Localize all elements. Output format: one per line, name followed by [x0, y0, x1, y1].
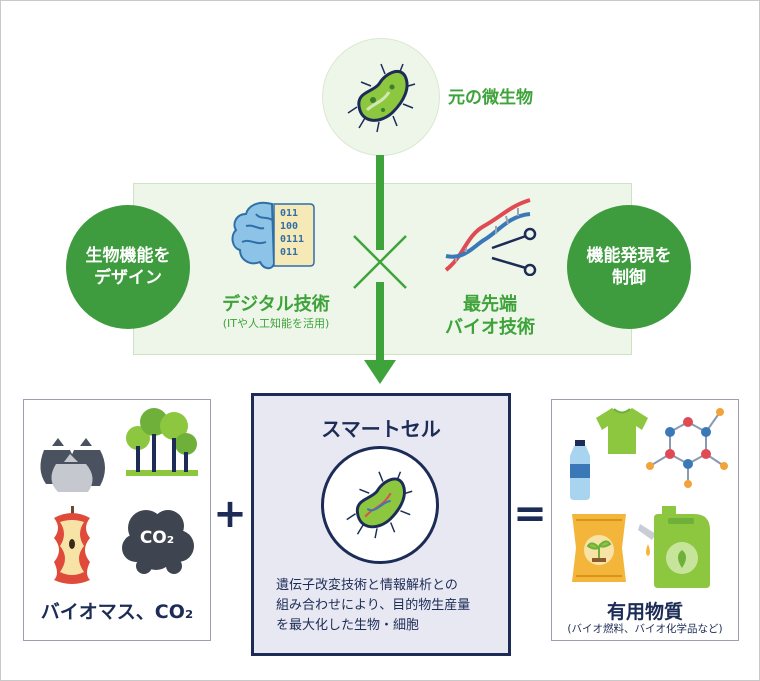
plus-operator: + [213, 491, 247, 537]
inputs-label: バイオマス、CO₂ [40, 601, 194, 623]
control-expression-line1: 機能発現を [586, 246, 672, 266]
trees-icon [126, 408, 198, 476]
bio-tech-line2: バイオ技術 [445, 317, 535, 338]
design-function-line2: デザイン [94, 268, 162, 288]
control-expression-circle: 機能発現を 制御 [567, 205, 691, 329]
smart-cell-description: 遺伝子改変技術と情報解析との 組み合わせにより、目的物生産量 を最大化した生物・… [276, 576, 498, 636]
flow-arrow [353, 155, 407, 384]
bio-tech-line1: 最先端 [463, 294, 517, 315]
svg-text:011: 011 [280, 208, 298, 219]
dna-scissors-icon [444, 198, 537, 276]
smart-cell-desc-line2: 組み合わせにより、目的物生産量 [276, 598, 471, 613]
bottle-icon [570, 440, 590, 500]
svg-text:100: 100 [280, 221, 298, 232]
svg-text:0111: 0111 [280, 234, 304, 245]
original-microbe-label: 元の微生物 [448, 88, 533, 108]
outputs-sublabel: (バイオ燃料、バイオ化学品など) [567, 623, 723, 635]
fertilizer-bag-icon [572, 514, 626, 582]
co2-cloud-icon [122, 510, 194, 574]
co2-icon-text: CO₂ [139, 528, 175, 548]
apple-core-icon [54, 506, 90, 584]
fuel-can-icon [638, 506, 710, 588]
equals-operator: = [513, 491, 547, 537]
control-expression-line2: 制御 [612, 268, 646, 288]
smart-cell-desc-line1: 遺伝子改変技術と情報解析との [276, 578, 458, 593]
digital-tech-title: デジタル技術 [222, 294, 330, 315]
brain-chip-icon: 011 100 0111 011 [231, 201, 315, 270]
svg-text:011: 011 [280, 247, 298, 258]
digital-tech-subtitle: (ITや人工知能を活用) [222, 317, 330, 330]
outputs-label: 有用物質 [606, 601, 683, 623]
smart-cell-title: スマートセル [321, 417, 441, 441]
smart-cell-microbe-icon [346, 471, 413, 539]
original-microbe-icon [347, 63, 416, 133]
design-function-circle: 生物機能を デザイン [66, 205, 190, 329]
tshirt-icon [596, 408, 648, 454]
smart-cell-desc-line3: を最大化した生物・細胞 [276, 618, 420, 633]
garbage-bags-icon [40, 438, 105, 492]
design-function-line1: 生物機能を [85, 246, 171, 266]
molecule-icon [646, 408, 728, 488]
